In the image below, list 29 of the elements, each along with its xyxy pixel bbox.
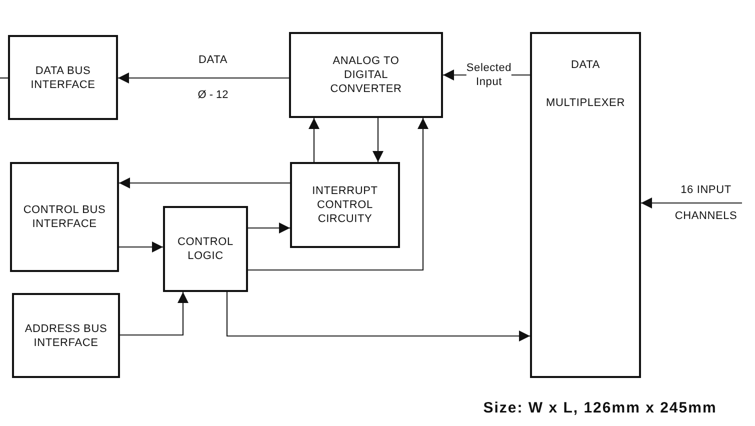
- block-box: [10, 162, 119, 272]
- block-box: [12, 293, 120, 378]
- bus-width-label: Ø - 12: [198, 89, 228, 101]
- block-box: [163, 206, 248, 292]
- block-box: [530, 32, 641, 378]
- arrow: [308, 118, 320, 162]
- block-label: INTERRUPT CONTROL CIRCUITY: [311, 184, 379, 226]
- size-note: Size: W x L, 126mm x 245mm: [483, 400, 717, 416]
- arrow: [120, 292, 188, 336]
- arrow: [248, 118, 428, 271]
- block-box: [8, 35, 118, 120]
- block-label: CONTROL BUS INTERFACE: [22, 203, 106, 231]
- arrow: [248, 222, 290, 234]
- block-box: [290, 162, 400, 248]
- arrow: [119, 178, 290, 188]
- connector-line: [0, 77, 8, 79]
- block-label: DATA BUS INTERFACE: [30, 64, 96, 92]
- arrow: [119, 242, 163, 252]
- arrow: [641, 198, 742, 208]
- arrow: [118, 72, 289, 84]
- arrow: [372, 118, 384, 162]
- block-label: DATA MULTIPLEXER: [545, 58, 626, 111]
- edge-label: 16 INPUT CHANNELS: [674, 183, 738, 224]
- block-label: CONTROL LOGIC: [176, 235, 234, 263]
- arrow: [226, 292, 530, 342]
- block-label: ADDRESS BUS INTERFACE: [24, 322, 108, 350]
- block-label: ANALOG TO DIGITAL CONVERTER: [329, 54, 403, 96]
- block-box: [289, 32, 443, 118]
- edge-label: Selected Input: [466, 61, 512, 89]
